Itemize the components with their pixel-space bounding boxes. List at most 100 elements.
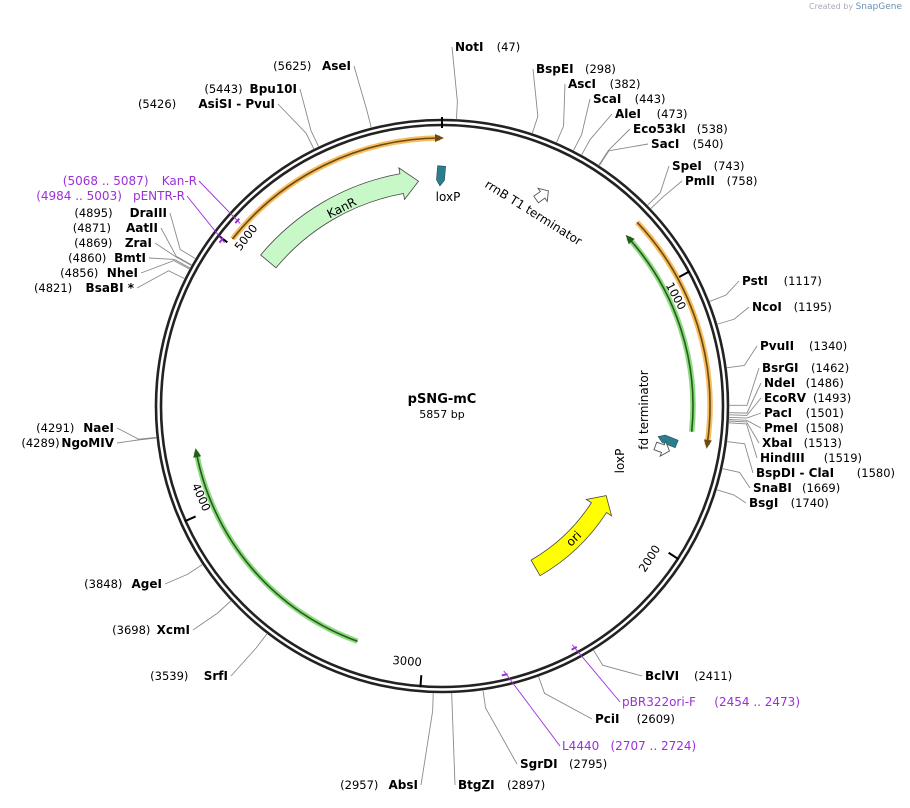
site-name: SnaBI	[753, 481, 792, 495]
tick-mark	[668, 551, 680, 561]
site-leader-line	[420, 692, 434, 786]
site-leader-line	[646, 165, 670, 206]
tick-label: 2000	[636, 542, 664, 574]
feature-loxp-top-label: loxP	[436, 190, 461, 204]
site-label-eco53ki: Eco53kI (538)	[633, 122, 728, 136]
site-position: (1501)	[806, 406, 844, 420]
site-position: (1195)	[794, 300, 832, 314]
site-position: (4289)	[21, 436, 59, 450]
tick-label: 4000	[189, 481, 214, 513]
site-name: SgrDI	[520, 757, 558, 771]
site-name: SacI	[651, 137, 679, 151]
site-name: XbaI	[762, 436, 792, 450]
site-leader-line	[136, 270, 185, 289]
site-leader-line	[531, 68, 539, 134]
site-label-xbai: XbaI(1513)	[762, 436, 842, 450]
site-name: BspEI	[536, 62, 574, 76]
primer-range: (2454 .. 2473)	[714, 695, 800, 709]
feature-loxp-right-label: loxP	[613, 449, 627, 474]
site-leader-line	[116, 437, 157, 444]
primer-leader-line	[186, 195, 225, 243]
site-position: (1486)	[806, 376, 844, 390]
orange-arc-top-line	[231, 137, 440, 240]
site-position: (538)	[697, 122, 728, 136]
site-leader-line	[154, 242, 192, 267]
site-leader-line	[722, 468, 751, 489]
primer-mark	[218, 237, 224, 244]
site-name: XcmI	[157, 623, 190, 637]
site-name: PciI	[595, 712, 620, 726]
site-label-bmti: BmtI(4860)	[68, 251, 146, 265]
feature-ori-arrow	[530, 495, 613, 577]
credit-prefix: Created by	[809, 2, 854, 11]
site-leader-line	[650, 180, 683, 210]
primer-leader-line	[198, 180, 241, 224]
site-label-saci: SacI(540)	[651, 137, 724, 151]
orange-arc-right-arrowhead	[703, 439, 712, 449]
primer-label-pentr-r: pENTR-R(4984 .. 5003)	[36, 189, 185, 203]
site-name: BmtI	[114, 251, 146, 265]
site-name: BtgZI	[458, 778, 495, 792]
site-label-hindiii: HindIII(1519)	[760, 451, 862, 465]
primer-range: (5068 .. 5087)	[63, 174, 149, 188]
site-leader-line	[116, 427, 157, 440]
primer-label-l4440: L4440(2707 .. 2724)	[562, 739, 696, 753]
site-label-nhei: NheI(4856)	[60, 266, 138, 280]
site-label-asisi-pvui: AsiSI - PvuI(5426)	[138, 97, 275, 111]
green-arc-bottom-band	[193, 451, 359, 644]
site-label-asei: AseI(5625)	[273, 59, 351, 73]
site-name: BsaBI *	[86, 281, 135, 295]
site-name: BclVI	[645, 669, 679, 683]
feature-rrnb-terminator-label: rrnB T1 terminator	[482, 177, 584, 248]
site-name: AscI	[568, 77, 596, 91]
site-position: (5443)	[204, 82, 242, 96]
site-position: (1519)	[824, 451, 862, 465]
tick-mark	[678, 270, 691, 278]
primer-name: pBR322ori-F	[622, 695, 696, 709]
feature-kanr-arrow	[260, 167, 420, 269]
primer-leader-line	[503, 670, 561, 747]
feature-loxp-right-icon	[657, 434, 679, 449]
feature-fd-terminator-label: fd terminator	[637, 370, 651, 449]
site-position: (1493)	[813, 391, 851, 405]
site-name: PmlI	[685, 174, 715, 188]
site-leader-line	[538, 676, 593, 720]
site-leader-line	[728, 419, 762, 429]
site-label-bspei: BspEI(298)	[536, 62, 616, 76]
site-position: (3539)	[150, 669, 188, 683]
site-name: NheI	[107, 266, 138, 280]
credit-brand: SnapGene	[855, 2, 902, 12]
site-leader-line	[728, 397, 762, 416]
site-name: ZraI	[125, 236, 152, 250]
green-arc-bottom-line	[195, 451, 358, 643]
site-name: NotI	[455, 40, 484, 54]
site-position: (2609)	[637, 712, 675, 726]
site-label-bspdi-clai: BspDI - ClaI(1580)	[756, 466, 895, 480]
site-name: BsrGI	[762, 361, 799, 375]
site-leader-line	[299, 88, 320, 148]
site-label-agei: AgeI(3848)	[84, 577, 162, 591]
site-position: (4871)	[73, 221, 111, 235]
site-position: (2957)	[340, 778, 378, 792]
green-arc-bottom-arrowhead	[193, 448, 202, 458]
primer-leader-line	[571, 644, 621, 703]
site-label-naei: NaeI(4291)	[36, 421, 114, 435]
site-name: AbsI	[389, 778, 418, 792]
site-label-alei: AleI(473)	[615, 107, 688, 121]
site-label-spei: SpeI(743)	[672, 159, 745, 173]
site-leader-line	[728, 412, 762, 419]
primer-mark	[571, 645, 578, 651]
site-label-draiii: DraIII(4895)	[74, 206, 167, 220]
snapgene-credit: Created by SnapGene	[809, 2, 902, 12]
site-label-absi: AbsI (2957)	[340, 778, 418, 792]
primer-label-pbr322ori-f: pBR322ori-F (2454 .. 2473)	[622, 695, 800, 709]
primer-name: pENTR-R	[133, 189, 185, 203]
site-leader-line	[192, 600, 232, 631]
site-position: (758)	[727, 174, 758, 188]
site-position: (4895)	[74, 206, 112, 220]
site-name: NcoI	[752, 300, 782, 314]
site-label-pmei: PmeI(1508)	[764, 421, 844, 435]
site-name: Eco53kI	[633, 122, 686, 136]
